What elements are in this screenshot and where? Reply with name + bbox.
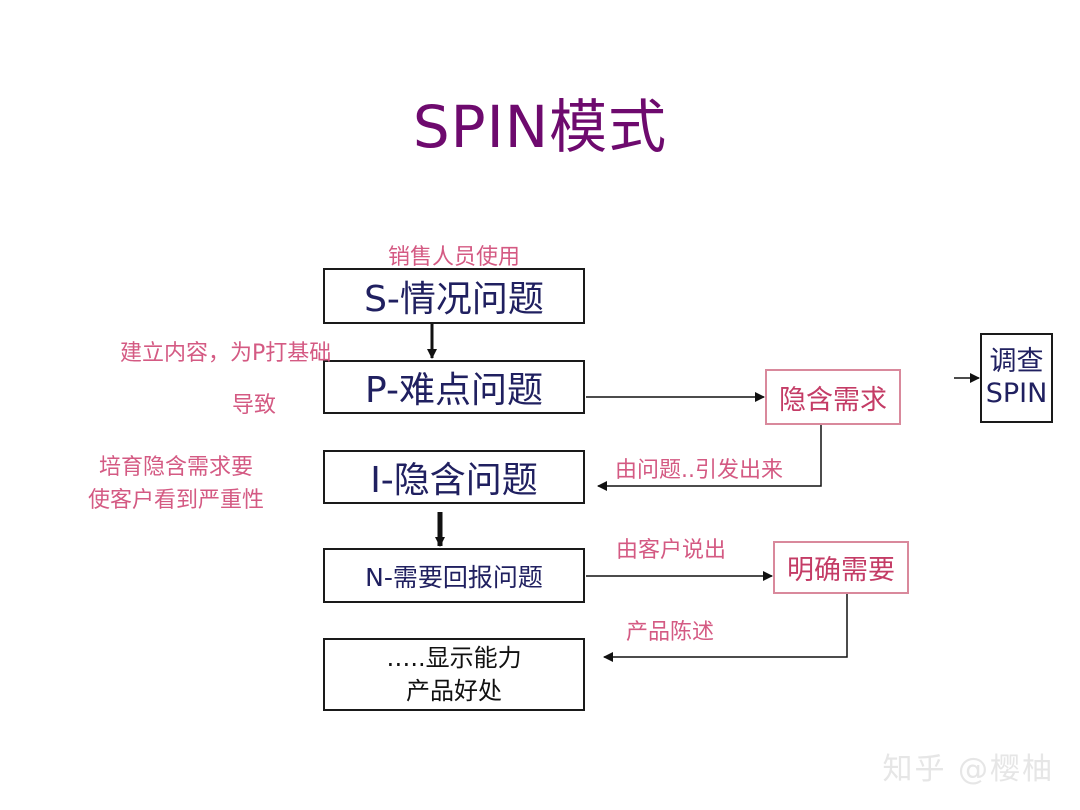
box-implied-need: 隐含需求: [765, 369, 901, 425]
spin-line-1: 调查: [989, 345, 1044, 377]
note-raised-by-questions: 由问题..引发出来: [615, 458, 783, 483]
note-sales-use: 销售人员使用: [388, 245, 521, 270]
note-cultivate-line-2: 使客户看到严重性: [87, 488, 264, 513]
note-lead-to: 导致: [232, 393, 277, 418]
box-explicit-need: 明确需要: [773, 541, 909, 594]
note-product-description: 产品陈述: [626, 620, 715, 645]
box-implication-question: I-隐含问题: [323, 450, 585, 504]
box-show-capability: …..显示能力 产品好处: [323, 638, 585, 711]
arrow-implied-to-i: [597, 425, 822, 491]
box-survey-spin: 调查 SPIN: [980, 333, 1053, 423]
note-cultivate: 培育隐含需求要 使客户看到严重性: [66, 451, 286, 517]
arrow-explicit-to-show: [603, 594, 848, 662]
note-customer-says: 由客户说出: [616, 538, 727, 563]
page-title: SPIN模式: [412, 93, 668, 161]
note-cultivate-line-1: 培育隐含需求要: [98, 455, 253, 480]
show-line-1: …..显示能力: [386, 644, 522, 673]
watermark: 知乎 @樱柚: [882, 752, 1054, 787]
show-line-2: 产品好处: [406, 676, 502, 705]
box-situation-question: S-情况问题: [323, 268, 585, 324]
box-need-payoff-question: N-需要回报问题: [323, 548, 585, 603]
spin-line-2: SPIN: [985, 378, 1048, 409]
note-build-content: 建立内容，为P打基础: [120, 341, 332, 366]
box-problem-question: P-难点问题: [323, 360, 585, 414]
